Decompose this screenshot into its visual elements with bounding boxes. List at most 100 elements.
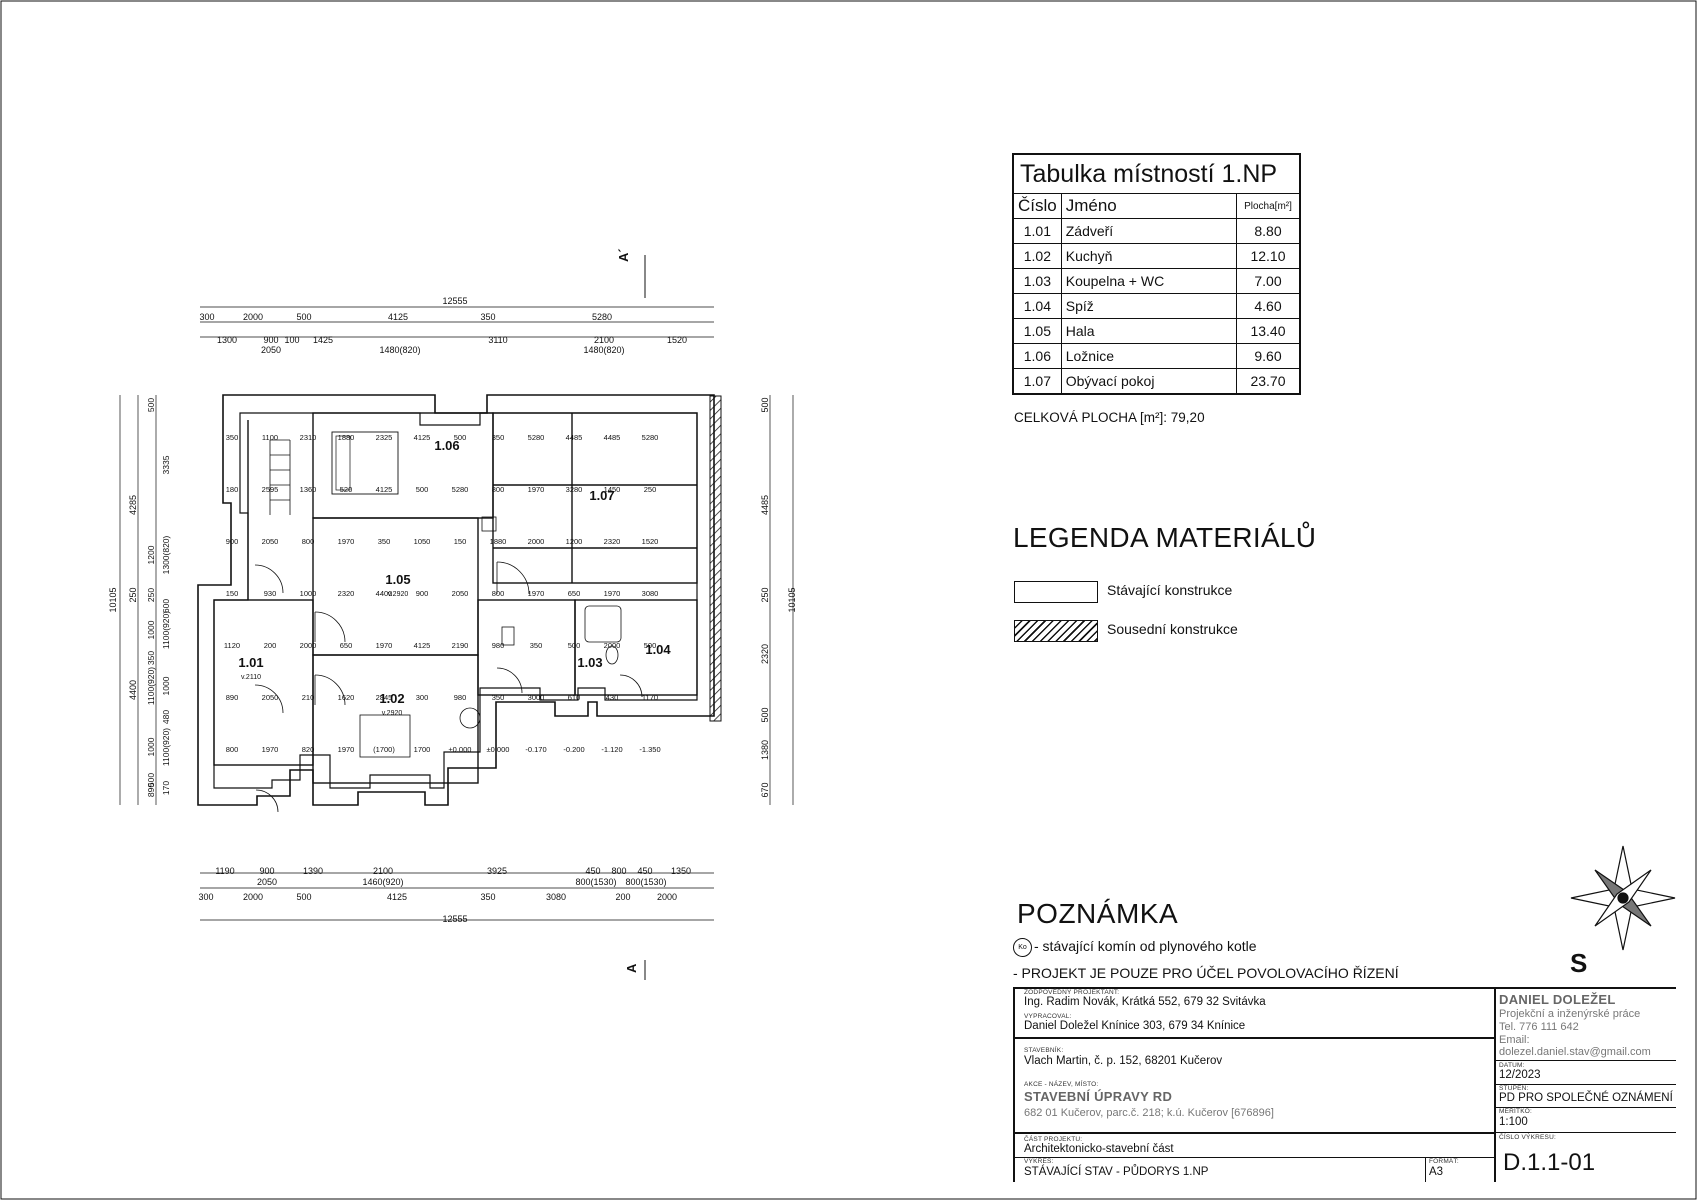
label-drawing-number: ČÍSLO VÝKRESU: [1499, 1134, 1556, 1141]
label-scale: MĚŘÍTKO: [1499, 1108, 1533, 1115]
interior-dimension: 930 [264, 589, 277, 598]
interior-dimension: 5280 [642, 433, 659, 442]
interior-dimension: 1970 [338, 537, 355, 546]
room-table-title: Tabulka místností 1.NP [1012, 153, 1301, 194]
interior-dimension: 4125 [414, 433, 431, 442]
interior-dimension: 430 [606, 693, 619, 702]
interior-dimension: 1970 [338, 745, 355, 754]
interior-dimension: 2310 [300, 433, 317, 442]
dimension-label: 500 [760, 397, 770, 412]
note-title: POZNÁMKA [1017, 898, 1179, 929]
dimension-label: 1390 [303, 866, 323, 876]
dimension-label: 1480(820) [583, 345, 624, 355]
bed [331, 431, 399, 495]
dimension-label: 800(1530) [625, 877, 666, 887]
dimension-label: 4125 [388, 312, 408, 322]
shower [584, 605, 622, 643]
interior-dimension: 1450 [604, 485, 621, 494]
cell-area: 8.80 [1236, 218, 1301, 244]
interior-dimension: 1880 [490, 537, 507, 546]
cell-name: Hala [1060, 318, 1238, 344]
cell-num: 1.01 [1012, 218, 1062, 244]
dimension-label: 1300 [217, 335, 237, 345]
dimension-label: 2000 [657, 892, 677, 902]
interior-dimension: 1880 [338, 433, 355, 442]
dimension-label: 4485 [760, 495, 770, 515]
interior-dimension: 500 [416, 485, 429, 494]
stairs [269, 439, 291, 515]
cell-area: 9.60 [1236, 343, 1301, 369]
room-label: 1.05 [385, 572, 410, 587]
interior-dimension: 980 [492, 641, 505, 650]
cell-name: Zádveří [1060, 218, 1238, 244]
label-action: AKCE - NÁZEV, MÍSTO: [1024, 1081, 1099, 1088]
dimension-label: 1000 [146, 737, 156, 756]
table [359, 714, 411, 758]
chimney-symbol [459, 707, 481, 729]
dimension-label: 200 [615, 892, 630, 902]
interior-dimension: 1200 [566, 537, 583, 546]
interior-dimension: 1970 [604, 589, 621, 598]
dimension-label: 12555 [442, 296, 467, 306]
dimension-label: 300 [198, 892, 213, 902]
interior-dimension: 900 [226, 537, 239, 546]
project-part: Architektonicko-stavební část [1024, 1143, 1174, 1155]
interior-dimension: 2325 [376, 433, 393, 442]
interior-dimension: 500 [568, 641, 581, 650]
dimension-label: 1000 [161, 676, 171, 695]
header-area: Plocha[m²] [1236, 193, 1301, 219]
label-prepared: VYPRACOVAL: [1024, 1013, 1072, 1020]
format: A3 [1429, 1166, 1444, 1178]
interior-dimension: -0.200 [563, 745, 584, 754]
dimension-label: 4285 [128, 495, 138, 515]
drawing-name: STÁVAJÍCÍ STAV - PŮDORYS 1.NP [1024, 1166, 1209, 1178]
dimension-label: 1200 [146, 545, 156, 564]
dimension-label: 350 [480, 312, 495, 322]
dimension-label: 1380 [760, 740, 770, 760]
interior-dimension: 3280 [566, 485, 583, 494]
interior-dimension: 180 [226, 485, 239, 494]
fixtures [359, 516, 622, 758]
label-client: STAVEBNÍK: [1024, 1047, 1064, 1054]
dimension-label: 1520 [667, 335, 687, 345]
dimension-label: 3925 [487, 866, 507, 876]
dimension-label: 900 [263, 335, 278, 345]
room-label: 1.03 [577, 655, 602, 670]
neighbour-wall [709, 395, 722, 722]
chimney [481, 516, 497, 532]
toilet [605, 645, 619, 665]
interior-dimension: 2000 [604, 641, 621, 650]
wall-entry [213, 599, 314, 766]
plan-text-layer: 1.01v.21101.02v.29201.031.041.05v.29201.… [108, 296, 797, 924]
dimension-label: 100 [284, 335, 299, 345]
dimension-label: 2100 [594, 335, 614, 345]
dimension-label: 670 [760, 782, 770, 797]
interior-dimension: 1970 [528, 485, 545, 494]
interior-dimension: 1050 [414, 537, 431, 546]
cell-num: 1.03 [1012, 268, 1062, 294]
interior-dimension: 1970 [376, 641, 393, 650]
compass-rose-icon [1570, 845, 1676, 951]
dimension-label: 10105 [108, 587, 118, 612]
interior-dimension: 5280 [528, 433, 545, 442]
company-subtitle: Projekční a inženýrské práce [1499, 1008, 1641, 1020]
dimension-label: 2100 [373, 866, 393, 876]
dimension-label: 600 [161, 599, 171, 613]
interior-dimension: 200 [264, 641, 277, 650]
dimension-label: 4125 [387, 892, 407, 902]
dimension-label: 890 [146, 783, 156, 797]
cell-num: 1.07 [1012, 368, 1062, 395]
room-label: 1.07 [589, 488, 614, 503]
interior-dimension: 2320 [604, 537, 621, 546]
wc [501, 626, 515, 646]
dimension-label: 350 [146, 651, 156, 665]
legend-swatch-solid [1014, 581, 1098, 603]
section-top-label: A´ [616, 248, 631, 262]
compass-label: S [1570, 948, 1587, 978]
dimension-label: 10105 [787, 587, 797, 612]
room-level: v.2920 [382, 710, 403, 717]
cell-area: 23.70 [1236, 368, 1301, 395]
label-date: DATUM: [1499, 1062, 1525, 1069]
interior-dimension: 4125 [376, 485, 393, 494]
